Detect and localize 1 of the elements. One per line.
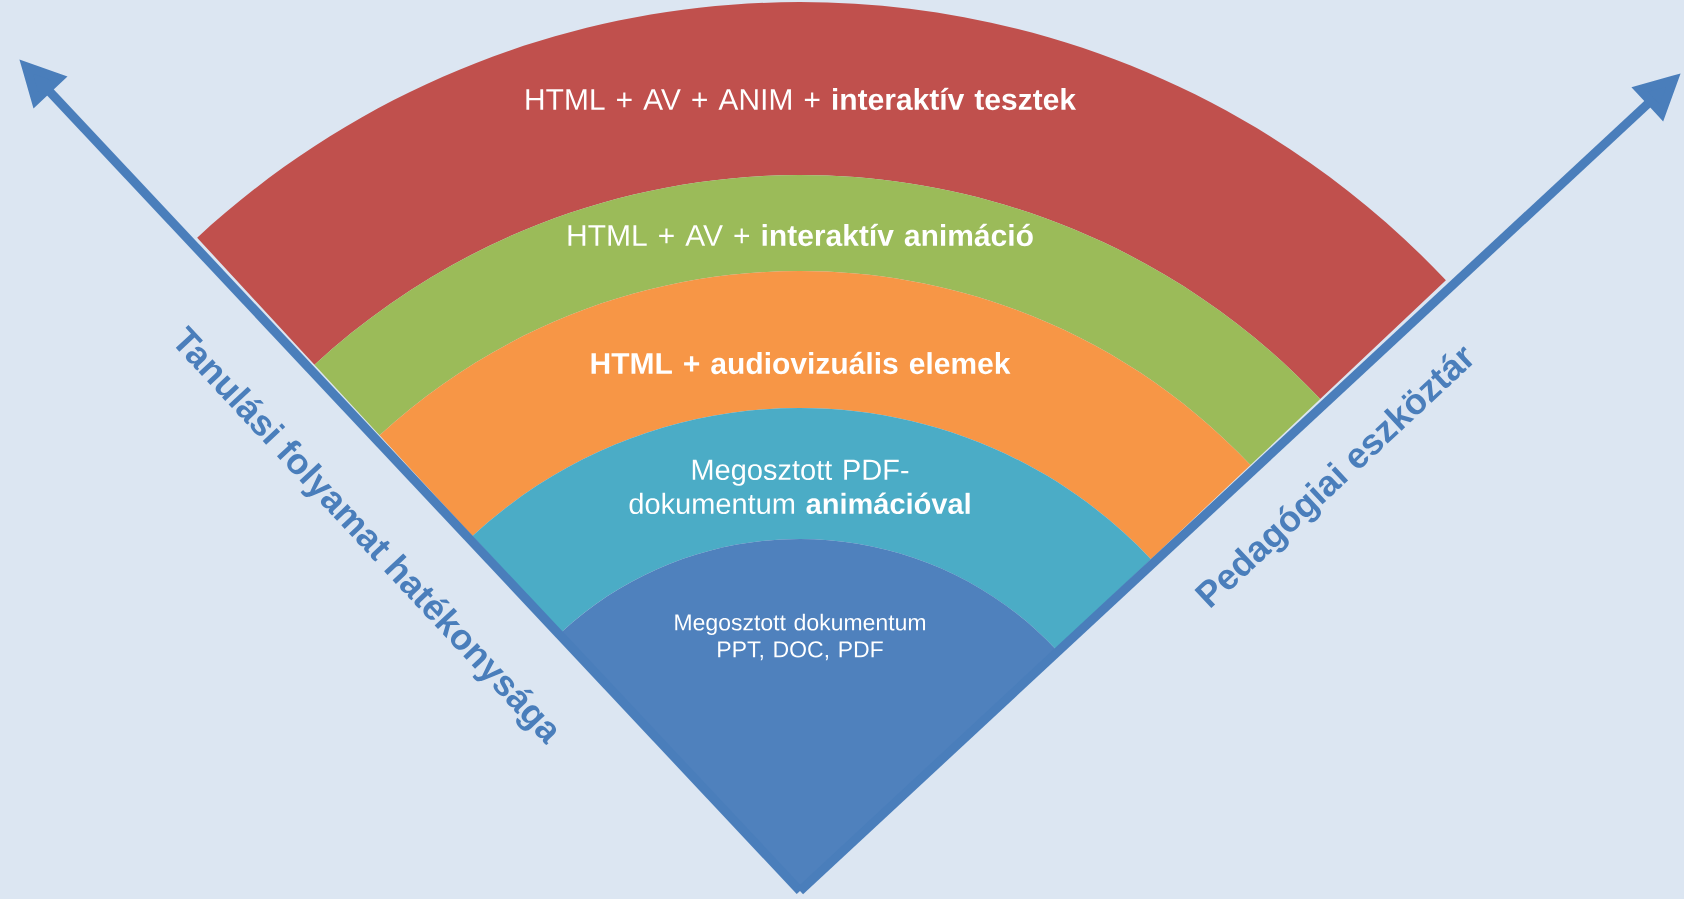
band: Megosztott dokumentum PPT, DOC, PDF xyxy=(561,539,1056,891)
